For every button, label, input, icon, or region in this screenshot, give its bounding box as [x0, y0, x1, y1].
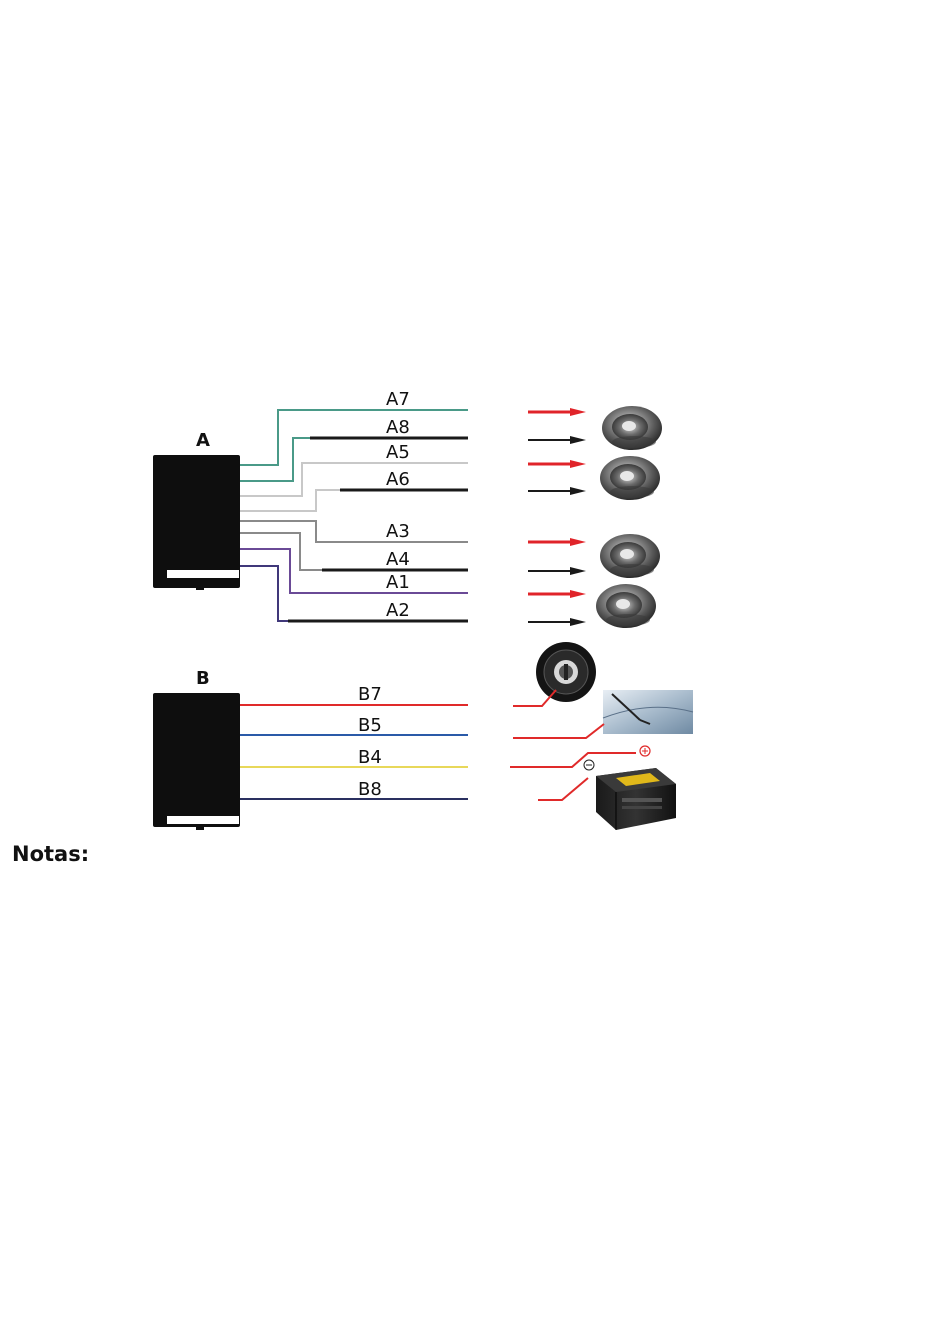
positive-arrow [528, 460, 586, 468]
negative-arrow [528, 487, 586, 495]
wire-label-b5: B5 [358, 715, 382, 736]
wire-a3 [240, 521, 468, 542]
positive-arrow [528, 590, 586, 598]
connector-b-label: B [196, 668, 210, 689]
wire-label-a7: A7 [386, 389, 410, 410]
speaker-icon [600, 456, 660, 500]
negative-arrow [528, 618, 586, 626]
wire-label-b8: B8 [358, 779, 382, 800]
notes-label: Notas: [12, 842, 89, 866]
wire-a6 [240, 490, 468, 511]
wire-label-b4: B4 [358, 747, 382, 768]
speaker-icon [600, 534, 660, 578]
negative-arrow [528, 436, 586, 444]
negative-arrow [528, 567, 586, 575]
wire-a8 [240, 438, 468, 481]
wire-label-a6: A6 [386, 469, 410, 490]
positive-arrow [528, 408, 586, 416]
wire-label-b7: B7 [358, 684, 382, 705]
battery-positive-wire [510, 753, 636, 767]
connector-a [153, 455, 240, 590]
speaker-icon [602, 406, 662, 450]
wire-label-a1: A1 [386, 572, 410, 593]
wire-label-a3: A3 [386, 521, 410, 542]
arrows-a-group [528, 408, 586, 626]
speaker-icon [596, 584, 656, 628]
wire-a4 [240, 533, 468, 570]
connector-a-label: A [196, 430, 210, 451]
antenna-feed-wire [513, 724, 604, 738]
positive-arrow [528, 538, 586, 546]
battery-negative-wire [538, 778, 588, 800]
connector-b [153, 693, 240, 830]
wire-label-a8: A8 [386, 417, 410, 438]
wire-label-a4: A4 [386, 549, 410, 570]
battery-icon [584, 746, 676, 830]
speakers-group [596, 406, 662, 628]
ignition-switch-icon [536, 642, 596, 702]
wire-label-a5: A5 [386, 442, 410, 463]
wire-label-a2: A2 [386, 600, 410, 621]
antenna-icon [603, 690, 693, 734]
